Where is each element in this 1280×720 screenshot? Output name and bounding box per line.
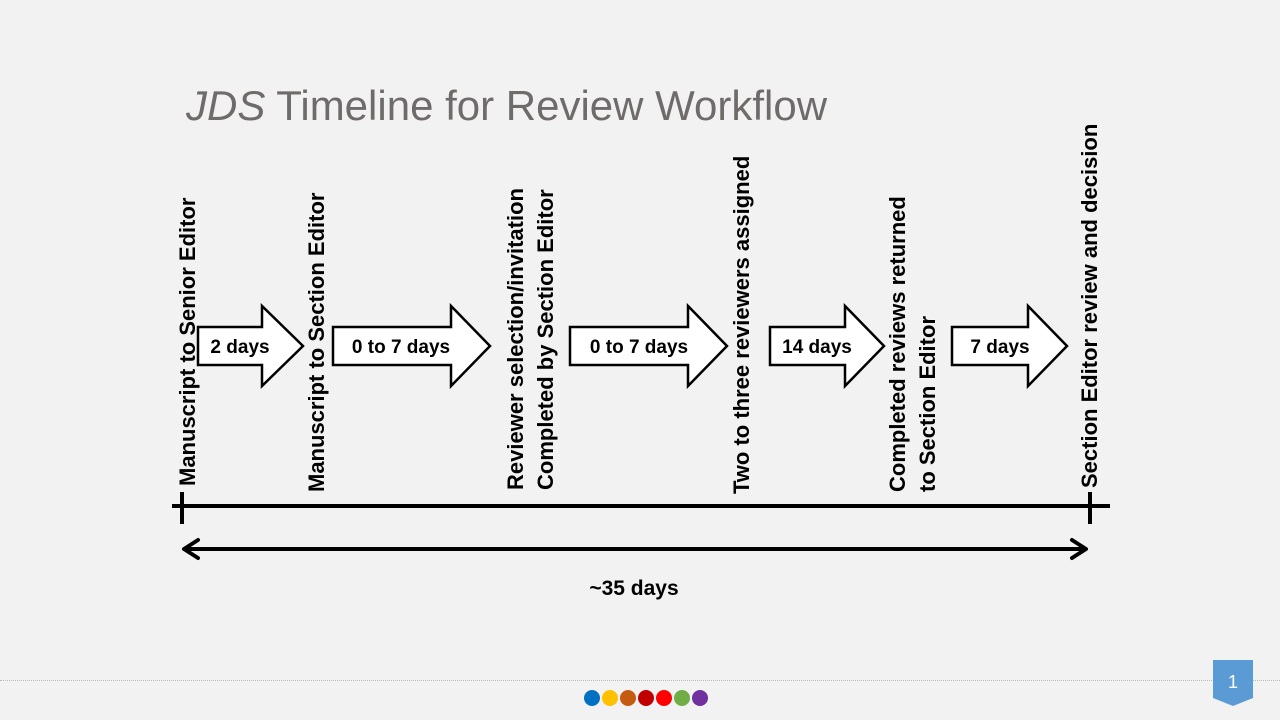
journal-name: JDS bbox=[186, 82, 266, 129]
footer-dot-5 bbox=[656, 690, 672, 706]
step-2-label: 0 to 7 days bbox=[352, 337, 450, 358]
step-5-label: 7 days bbox=[970, 337, 1029, 358]
step-1-label: 2 days bbox=[210, 337, 269, 358]
step-3-label: 0 to 7 days bbox=[590, 337, 688, 358]
title-text: Timeline for Review Workflow bbox=[265, 82, 828, 129]
footer-dot-2 bbox=[602, 690, 618, 706]
step-arrow-5: 7 days bbox=[950, 302, 1069, 390]
step-arrow-1: 2 days bbox=[196, 303, 305, 389]
footer-divider bbox=[0, 680, 1280, 681]
footer-dot-3 bbox=[620, 690, 636, 706]
slide-title: JDS Timeline for Review Workflow bbox=[186, 82, 827, 130]
step-arrow-2: 0 to 7 days bbox=[331, 302, 492, 390]
footer-dot-6 bbox=[674, 690, 690, 706]
total-duration-label: ~35 days bbox=[589, 577, 678, 600]
badge-shape bbox=[1213, 660, 1253, 706]
duration-arrow bbox=[182, 538, 1088, 560]
footer-dot-4 bbox=[638, 690, 654, 706]
step-arrow-4: 14 days bbox=[768, 302, 886, 390]
page-number: 1 bbox=[1227, 672, 1238, 692]
step-arrow-3: 0 to 7 days bbox=[568, 302, 729, 390]
timeline-axis bbox=[172, 492, 1110, 524]
footer-dot-7 bbox=[692, 690, 708, 706]
page-number-badge: 1 bbox=[1213, 660, 1253, 706]
footer-dot-1 bbox=[584, 690, 600, 706]
step-4-label: 14 days bbox=[782, 337, 852, 358]
